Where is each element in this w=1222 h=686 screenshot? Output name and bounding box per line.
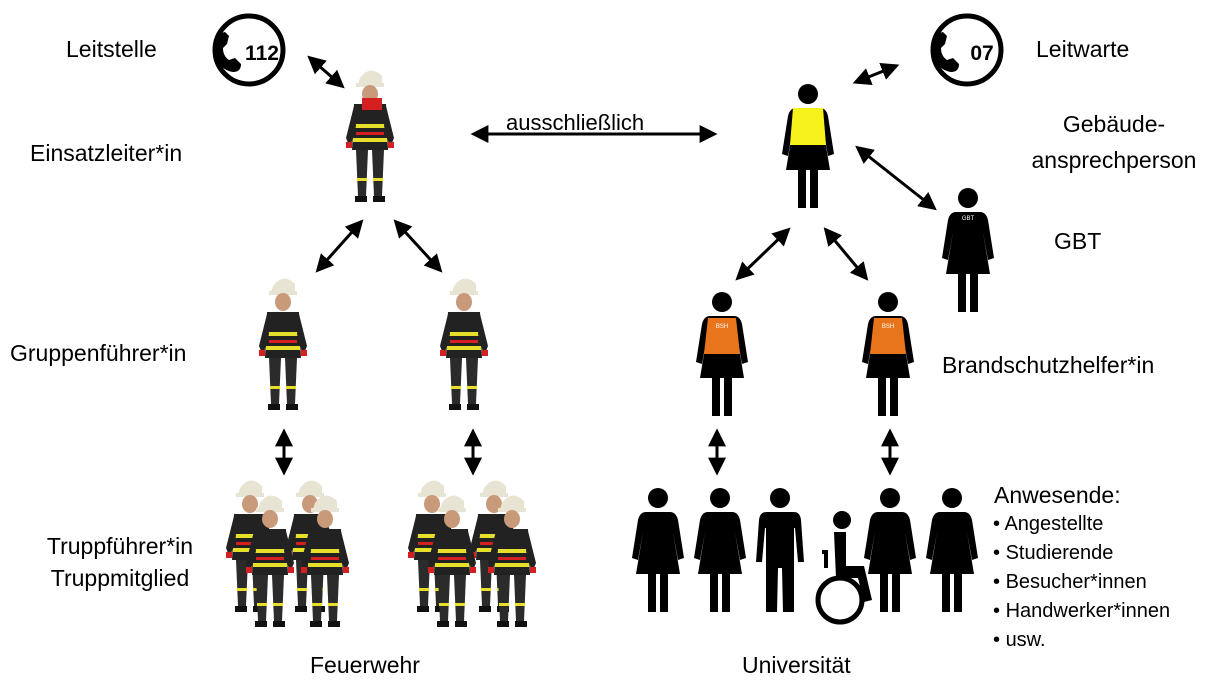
gbt-person-icon: GBT [942, 188, 994, 312]
label-leitwarte: Leitwarte [1036, 36, 1130, 62]
phone-icon: 112 [212, 13, 286, 87]
label-ausschliesslich: ausschließlich [506, 110, 645, 135]
label-feuerwehr: Feuerwehr [310, 652, 420, 678]
label-gebaeude: Gebäude- ansprechperson [1024, 106, 1204, 178]
label-brandschutzhelfer: Brandschutzhelfer*in [942, 352, 1155, 378]
label-gebaeude-line2: ansprechperson [1031, 147, 1197, 173]
label-leitstelle: Leitstelle [66, 36, 157, 62]
arrow-contact-helper2 [823, 227, 869, 281]
label-truppmitglied: Truppmitglied [50, 565, 190, 591]
list-item: Besucher*innen [993, 568, 1170, 597]
fire-safety-helper-2-icon: BSH [862, 292, 914, 416]
svg-text:BSH: BSH [882, 324, 894, 330]
arrow-leitstelle-einsatzleiter [307, 55, 345, 89]
list-item: usw. [993, 626, 1170, 655]
label-universitaet: Universität [742, 652, 851, 678]
arrow-contact-leitwarte [852, 62, 900, 86]
phone-number-07: 07 [970, 42, 993, 65]
fire-safety-helper-1-icon: BSH [696, 292, 748, 416]
label-gbt: GBT [1054, 228, 1102, 254]
label-truppfuehrer: Truppführer*in [46, 533, 194, 559]
label-anwesende: Anwesende: [994, 482, 1121, 508]
firefighter-troop-2-icon [408, 480, 536, 627]
label-gebaeude-line1: Gebäude- [1062, 111, 1166, 137]
attendees-group-icon [632, 488, 978, 622]
firefighter-group-leader-1-icon [259, 278, 307, 410]
building-contact-person-icon [782, 84, 834, 208]
arrow-contact-helper1 [735, 227, 791, 281]
phone-number-112: 112 [245, 42, 279, 65]
list-item: Handwerker*innen [993, 597, 1171, 626]
label-einsatzleiter: Einsatzleiter*in [30, 140, 183, 166]
gbt-badge: GBT [962, 216, 975, 222]
phone-icon: 07 [930, 13, 1004, 87]
firefighter-einsatzleiter-icon [346, 70, 394, 202]
arrow-einsatzleiter-group2 [393, 219, 443, 273]
incident-commander-vest-icon [362, 98, 382, 110]
list-item: Studierende [993, 539, 1170, 568]
firefighter-group-leader-2-icon [440, 278, 488, 410]
label-trupp: Truppführer*in Truppmitglied [20, 530, 220, 594]
firefighter-troop-1-icon [226, 480, 349, 627]
list-item: Angestellte [993, 510, 1170, 539]
attendee-list: Angestellte Studierende Besucher*innen H… [993, 510, 1170, 655]
svg-text:BSH: BSH [716, 324, 728, 330]
label-gruppenfuehrer: Gruppenführer*in [10, 340, 187, 366]
arrow-einsatzleiter-group1 [315, 219, 364, 273]
arrow-contact-gbt [855, 145, 937, 211]
